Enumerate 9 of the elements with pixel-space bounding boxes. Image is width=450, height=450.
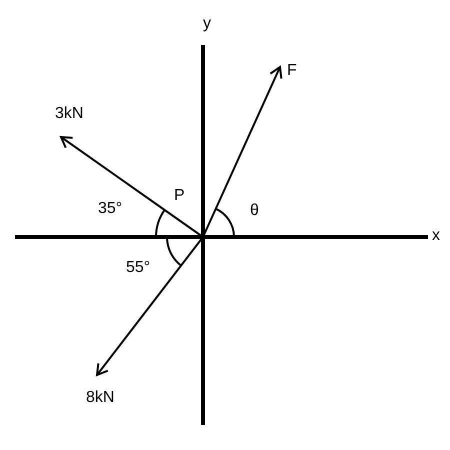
axis-label: 3kN — [55, 106, 84, 122]
axis-label: 8kN — [86, 390, 114, 406]
axis-label: y — [203, 16, 211, 32]
axis-label: x — [432, 228, 440, 244]
axis-label: F — [287, 63, 297, 79]
axis-label: 55° — [126, 260, 150, 276]
axis-label: 35° — [98, 201, 122, 217]
axis-label: θ — [250, 203, 259, 219]
axis-label: P — [174, 188, 185, 204]
